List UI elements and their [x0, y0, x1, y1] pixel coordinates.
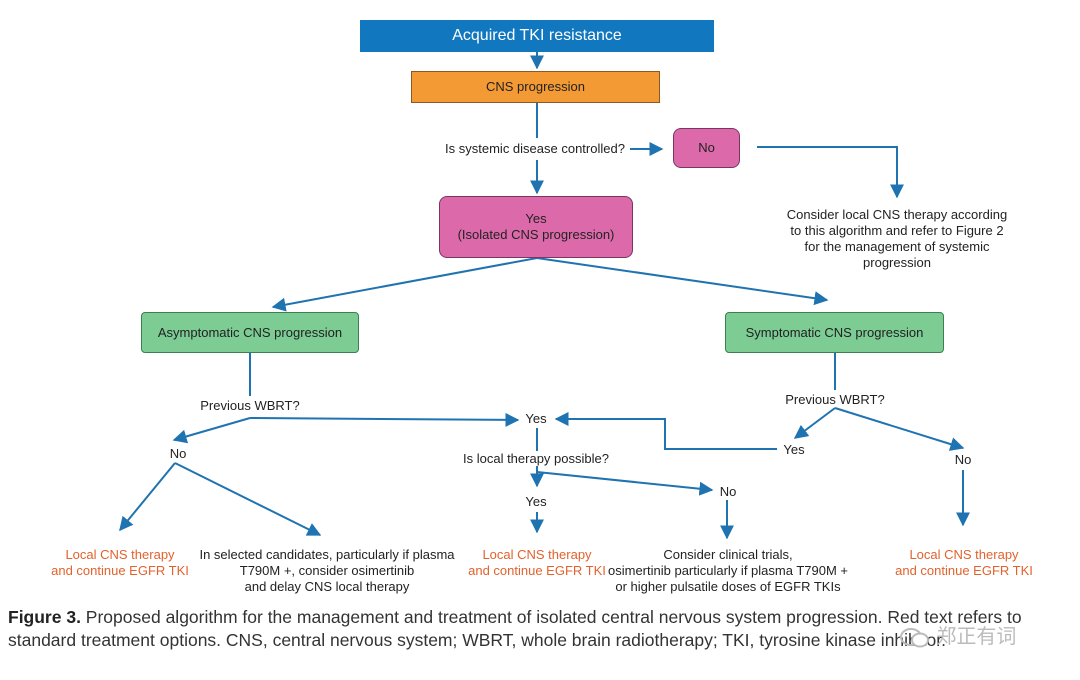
caption-label: Figure 3.: [8, 607, 81, 627]
arrow-prevwbrt-to-no-right: [834, 407, 965, 451]
consider-local-line-3: for the management of systemic: [804, 239, 990, 254]
arrow-yes-right-to-yes-center: [554, 412, 777, 450]
label-yes-center-2: Yes: [525, 494, 547, 509]
leaf-trials-line-1: Consider clinical trials,: [663, 547, 793, 562]
flowchart: Acquired TKI resistance CNS progression …: [40, 20, 1044, 595]
arrow-q-local-to-no: [536, 471, 714, 496]
caption-text: Proposed algorithm for the management an…: [8, 607, 1022, 650]
node-asymptomatic-text: Asymptomatic CNS progression: [157, 324, 343, 340]
consider-local-line-1: Consider local CNS therapy according: [786, 207, 1008, 222]
leaf-local-therapy-right: Local CNS therapy and continue EGFR TKI: [884, 547, 1044, 579]
label-no-right: No: [954, 452, 972, 467]
chat-bubble-icon: [900, 627, 929, 647]
label-yes-right: Yes: [783, 442, 805, 457]
leaf-local-therapy-left: Local CNS therapy and continue EGFR TKI: [40, 547, 200, 579]
node-title-text: Acquired TKI resistance: [452, 27, 622, 44]
leaf-selected-line-3: and delay CNS local therapy: [244, 579, 410, 594]
arrow-yes-to-symptomatic: [536, 257, 829, 306]
label-no-center: No: [719, 484, 737, 499]
yes-isolated-line-1: Yes: [525, 211, 547, 226]
watermark-text: 郑正有词: [936, 624, 1017, 648]
arrow-prevwbrt-to-yes: [249, 412, 520, 427]
leaf-selected-candidates: In selected candidates, particularly if …: [195, 547, 459, 595]
node-symptomatic-cns: Symptomatic CNS progression: [725, 312, 944, 353]
leaf-clinical-trials: Consider clinical trials, osimertinib pa…: [602, 547, 854, 595]
arrow-prevwbrt-to-yes-right: [793, 407, 836, 439]
node-cns-progression-text: CNS progression: [486, 79, 585, 94]
leaf-left-line-2: and continue EGFR TKI: [51, 563, 189, 578]
leaf-trials-line-2: osimertinib particularly if plasma T790M…: [608, 563, 848, 578]
node-acquired-tki-resistance: Acquired TKI resistance: [360, 20, 714, 52]
consider-local-line-4: progression: [863, 255, 931, 270]
yes-isolated-line-2: (Isolated CNS progression): [457, 227, 615, 242]
node-cns-progression: CNS progression: [411, 71, 660, 103]
question-previous-wbrt-left: Previous WBRT?: [200, 398, 300, 413]
arrow-no-to-local-left: [119, 462, 176, 532]
connector-layer: [119, 52, 970, 540]
node-consider-local-therapy: Consider local CNS therapy according to …: [770, 207, 1024, 271]
leaf-right-line-1: Local CNS therapy: [909, 547, 1019, 562]
arrow-no-to-consider: [757, 146, 904, 199]
question-systemic-controlled: Is systemic disease controlled?: [445, 141, 625, 156]
node-no-systemic-text: No: [698, 140, 715, 155]
question-local-therapy-possible: Is local therapy possible?: [463, 451, 609, 466]
label-no-left: No: [169, 446, 187, 461]
leaf-right-line-2: and continue EGFR TKI: [895, 563, 1033, 578]
node-asymptomatic-cns: Asymptomatic CNS progression: [141, 312, 359, 353]
leaf-left-line-1: Local CNS therapy: [65, 547, 175, 562]
node-no-systemic: No: [673, 128, 740, 168]
leaf-trials-line-3: or higher pulsatile doses of EGFR TKIs: [615, 579, 841, 594]
consider-local-line-2: to this algorithm and refer to Figure 2: [790, 223, 1004, 238]
node-yes-isolated-cns: Yes (Isolated CNS progression): [439, 196, 633, 258]
leaf-selected-line-2: T790M +, consider osimertinib: [239, 563, 415, 578]
arrow-no-to-selected: [174, 462, 322, 536]
figure-caption: Figure 3. Proposed algorithm for the man…: [8, 606, 1072, 652]
leaf-center-line-1: Local CNS therapy: [482, 547, 592, 562]
node-symptomatic-text: Symptomatic CNS progression: [745, 324, 924, 340]
leaf-local-therapy-center: Local CNS therapy and continue EGFR TKI: [457, 547, 617, 579]
watermark: 郑正有词: [900, 620, 1016, 649]
arrow-yes-to-asymptomatic: [271, 257, 538, 312]
arrow-prevwbrt-to-no: [172, 417, 251, 444]
label-yes-center: Yes: [525, 411, 547, 426]
leaf-center-line-2: and continue EGFR TKI: [468, 563, 606, 578]
leaf-selected-line-1: In selected candidates, particularly if …: [199, 547, 455, 562]
question-previous-wbrt-right: Previous WBRT?: [785, 392, 885, 407]
